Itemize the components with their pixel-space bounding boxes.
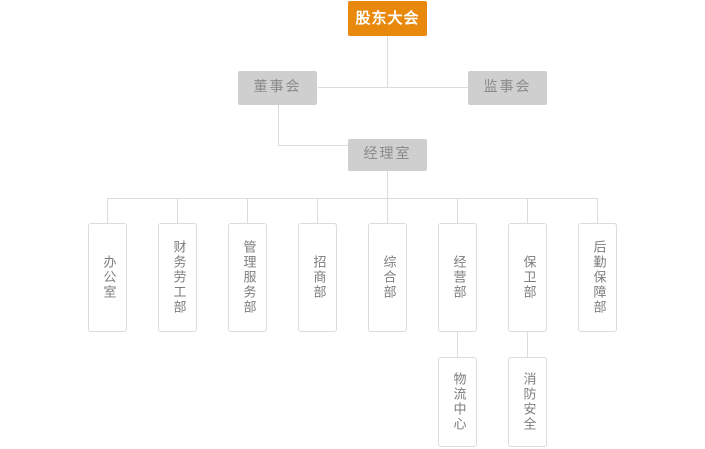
node-finance-labor-dept[interactable]: 财务劳工部 — [158, 223, 197, 332]
node-logistics-support-dept[interactable]: 后勤保障部 — [578, 223, 617, 332]
connector-drop-operations-dept — [457, 198, 458, 223]
connector-board-to-manager — [278, 145, 348, 146]
node-management-service-dept[interactable]: 管理服务部 — [228, 223, 267, 332]
connector-level4-bus — [107, 198, 598, 199]
node-general-dept[interactable]: 综合部 — [368, 223, 407, 332]
connector-board-down — [278, 105, 279, 145]
connector-drop-management-service-dept — [247, 198, 248, 223]
connector-drop-logistics-support-dept — [597, 198, 598, 223]
node-security-dept[interactable]: 保卫部 — [508, 223, 547, 332]
node-board-of-directors[interactable]: 董事会 — [238, 71, 317, 105]
node-managers-office[interactable]: 经理室 — [348, 139, 427, 171]
node-fire-safety[interactable]: 消防安全 — [508, 357, 547, 447]
connector-level2-bus — [318, 87, 468, 88]
connector-drop-investment-dept — [317, 198, 318, 223]
connector-manager-down — [387, 171, 388, 199]
connector-drop-office — [107, 198, 108, 223]
connector-drop-security-dept — [527, 198, 528, 223]
connector-operations-to-logistics-center — [457, 332, 458, 357]
node-shareholders[interactable]: 股东大会 — [348, 1, 427, 36]
node-board-of-supervisors[interactable]: 监事会 — [468, 71, 547, 105]
connector-drop-general-dept — [387, 198, 388, 223]
node-investment-dept[interactable]: 招商部 — [298, 223, 337, 332]
node-office[interactable]: 办公室 — [88, 223, 127, 332]
connector-shareholders-down — [387, 36, 388, 88]
node-logistics-center[interactable]: 物流中心 — [438, 357, 477, 447]
node-operations-dept[interactable]: 经营部 — [438, 223, 477, 332]
connector-drop-finance-labor-dept — [177, 198, 178, 223]
connector-security-to-fire-safety — [527, 332, 528, 357]
